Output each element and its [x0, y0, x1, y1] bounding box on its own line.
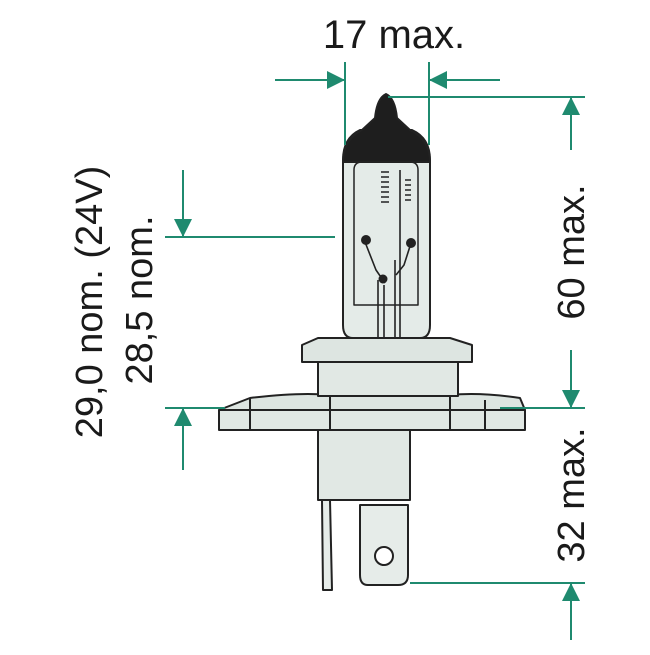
glass-envelope	[342, 129, 431, 339]
filament-coils	[381, 171, 411, 203]
light-center-dimension	[165, 170, 335, 470]
connector-prongs	[321, 499, 409, 591]
bulb-flange	[218, 393, 526, 431]
filament-supports	[364, 170, 413, 338]
bulb-collar	[301, 337, 473, 363]
light-center-24v-label: 29,0 nom. (24V)	[69, 166, 111, 438]
filament-shield	[353, 161, 419, 306]
bulb-tip	[342, 93, 431, 163]
base-dimension	[410, 582, 585, 640]
dimension-lines	[165, 62, 585, 640]
base-label: 32 max.	[551, 427, 593, 562]
h4-bulb	[218, 93, 526, 591]
height-label: 60 max.	[551, 184, 593, 319]
width-label: 17 max.	[323, 13, 465, 57]
width-dimension	[275, 62, 500, 145]
height-dimension	[388, 96, 585, 409]
light-center-label: 28,5 nom.	[119, 216, 161, 385]
